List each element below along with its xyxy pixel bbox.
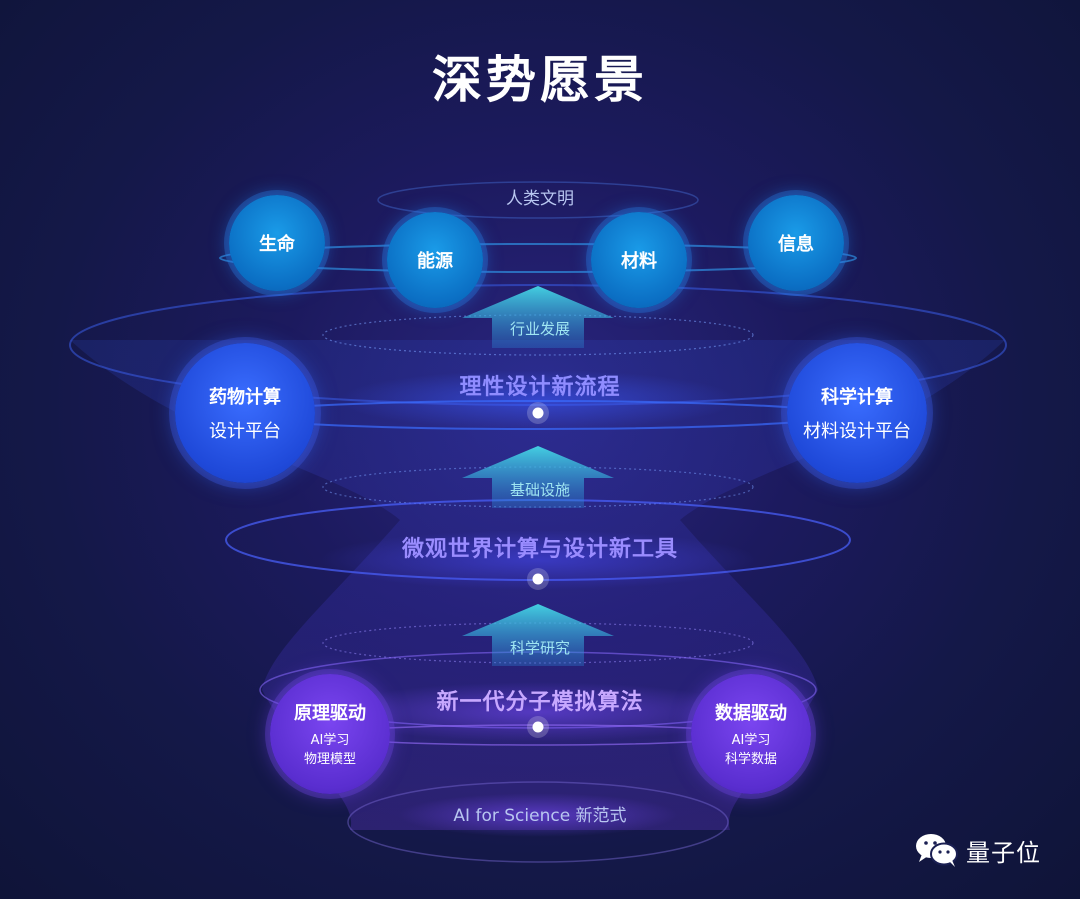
qbitai-logo: 量子位 [914, 832, 1041, 868]
node-data-line2: AI学习 [731, 733, 771, 748]
node-principle-line1: 原理驱动 [294, 703, 366, 724]
node-principle-line2: AI学习 [310, 733, 350, 748]
node-materials-platform: 科学计算 材料设计平台 [787, 343, 927, 483]
dot-level-2 [532, 573, 544, 585]
node-life: 生命 [229, 195, 325, 291]
ring-industry-dotted [322, 314, 754, 356]
node-materials: 材料 [591, 212, 687, 308]
civilization-label: 人类文明 [506, 189, 574, 209]
dot-level-3 [532, 721, 544, 733]
glow-level-2 [318, 530, 758, 590]
node-materials-line2: 材料设计平台 [803, 421, 911, 442]
arrow-research [462, 604, 614, 666]
node-principle-driven: 原理驱动 AI学习 物理模型 [270, 674, 390, 794]
node-drug-line1: 药物计算 [209, 387, 281, 408]
node-materials-label: 材料 [621, 251, 657, 272]
ring-base [347, 781, 729, 863]
arrow-industry [462, 286, 614, 348]
glow-base [398, 793, 678, 837]
level-3-text: 新一代分子模拟算法 [436, 690, 644, 715]
node-information-label: 信息 [778, 234, 814, 255]
ring-research-dotted [322, 622, 754, 664]
ring-top-nodes [219, 243, 857, 273]
arrow-infrastructure [462, 446, 614, 508]
wechat-icon [916, 834, 958, 867]
base-paradigm-label: AI for Science 新范式 [453, 806, 627, 826]
node-information: 信息 [748, 195, 844, 291]
node-data-driven: 数据驱动 AI学习 科学数据 [691, 674, 811, 794]
ring-civilization [377, 181, 699, 219]
level-1-text: 理性设计新流程 [459, 375, 621, 400]
node-drug-line2: 设计平台 [209, 421, 281, 442]
node-energy-label: 能源 [417, 251, 453, 272]
node-drug-platform: 药物计算 设计平台 [175, 343, 315, 483]
arrow-label-infrastructure: 基础设施 [509, 481, 570, 499]
node-data-line3: 科学数据 [724, 752, 777, 767]
node-materials-line1: 科学计算 [821, 387, 893, 408]
ring-infra-dotted [322, 466, 754, 508]
arrow-label-research: 科学研究 [509, 639, 570, 657]
logo-text: 量子位 [966, 838, 1041, 867]
node-principle-line3: 物理模型 [303, 752, 356, 767]
page-title: 深势愿景 [432, 51, 648, 109]
arrow-label-industry: 行业发展 [509, 320, 570, 338]
dot-level-1 [532, 407, 544, 419]
level-2-text: 微观世界计算与设计新工具 [401, 537, 678, 562]
node-data-line1: 数据驱动 [715, 703, 787, 724]
node-life-label: 生命 [259, 234, 295, 255]
node-energy: 能源 [387, 212, 483, 308]
